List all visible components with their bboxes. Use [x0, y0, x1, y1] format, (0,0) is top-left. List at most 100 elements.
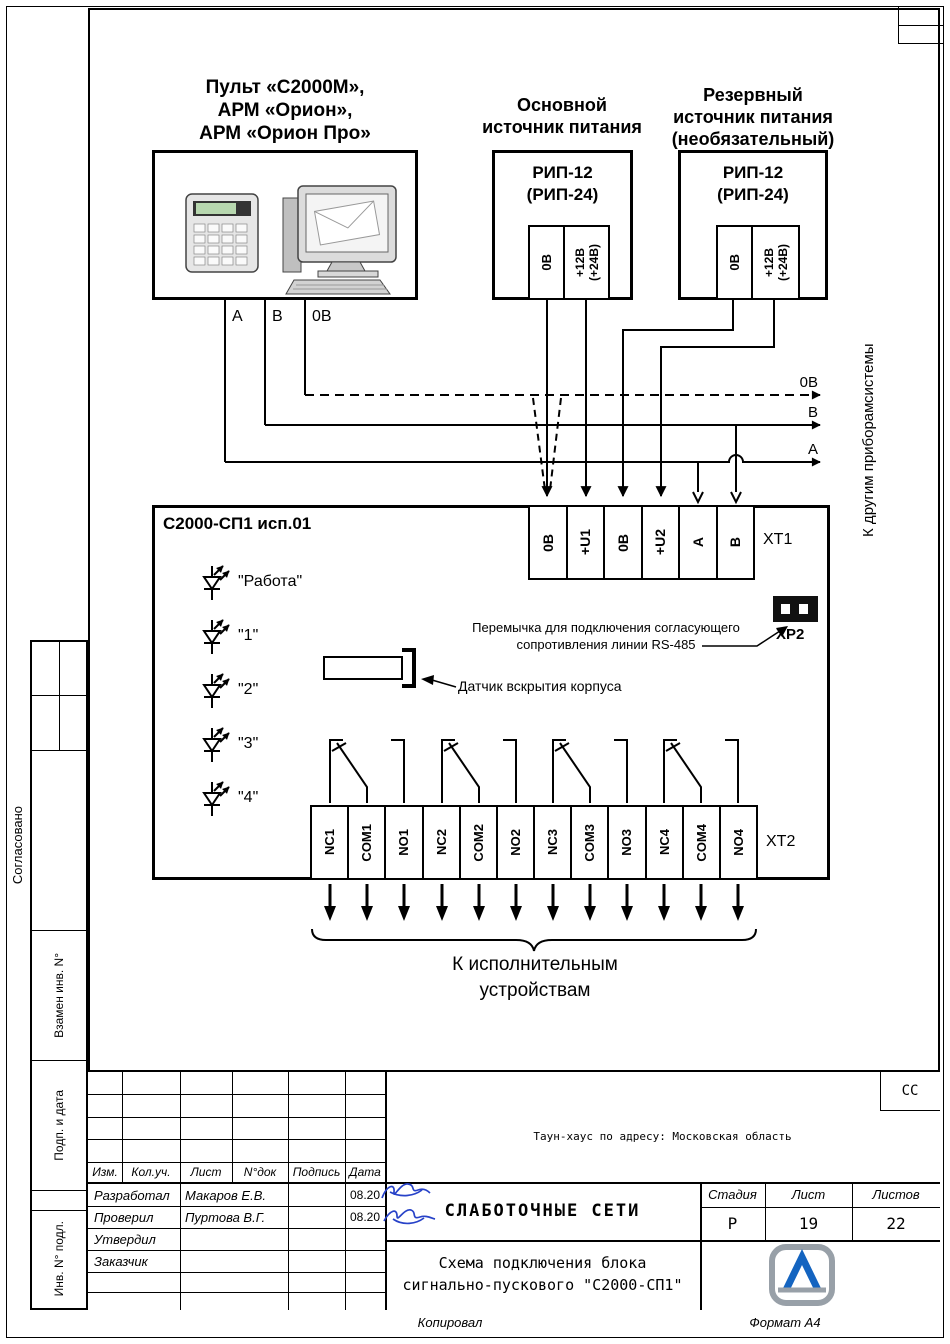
tb-sheets-label: Листов [872, 1187, 920, 1202]
tb-role-utverdil: Утвердил [94, 1231, 156, 1247]
xt2-label: ХТ2 [766, 833, 796, 850]
right-bus-label-0v: 0В [799, 374, 818, 391]
main-power-terminals: 0В +12В (+24В) [528, 225, 610, 300]
tb-line [88, 1139, 385, 1140]
tb-line [180, 1072, 181, 1310]
stamp-line [32, 1060, 86, 1061]
backup-power-terminals: 0В +12В (+24В) [716, 225, 800, 300]
tb-line [122, 1072, 123, 1182]
xt1-terminal: В [727, 537, 744, 548]
led-label-4: "4" [238, 789, 259, 806]
xt1-terminal: А [680, 507, 718, 578]
xt2-terminal: NO1 [386, 807, 424, 878]
xt2-strip: NC1 COM1 NO1 NC2 COM2 NO2 NC3 COM3 NO3 N… [310, 805, 758, 880]
xt2-terminal: NC4 [647, 807, 684, 878]
tb-header-koluch: Кол.уч. [131, 1165, 171, 1179]
tamper-caption: Датчик вскрытия корпуса [458, 678, 622, 694]
terminal-12v: +12В (+24В) [761, 243, 790, 281]
tb-header-data: Дата [349, 1165, 381, 1179]
format-label: Формат А4 [749, 1315, 821, 1330]
tb-role-zakazchik: Заказчик [94, 1253, 148, 1269]
main-power-title: Основной источник питания [482, 95, 642, 137]
terminal-0v: 0В [718, 227, 753, 298]
backup-power-device-label: РИП-12 (РИП-24) [717, 163, 789, 204]
tb-name-proveril: Пуртова В.Г. [185, 1209, 266, 1225]
tb-line [288, 1072, 289, 1310]
tb-header-ndok: N°док [243, 1165, 277, 1179]
approved-label: Согласовано [9, 805, 25, 885]
xt2-terminal: NC1 [312, 807, 350, 878]
stamp-inv-podl: Инв. N° подл. [52, 1221, 66, 1297]
tb-line [765, 1182, 766, 1240]
xt1-strip: 0В +U1 0В +U2 А В [528, 505, 755, 580]
tb-line [700, 1182, 702, 1310]
tb-doc-title: Схема подключения блока сигнально-пусков… [402, 1254, 683, 1294]
tb-stage-label: Стадия [708, 1187, 757, 1202]
xt2-terminal: COM1 [349, 807, 387, 878]
led-label-2: "2" [238, 681, 259, 698]
right-bus-caption: К другим приборам системы [859, 343, 877, 537]
stamp-vzamen: Взамен инв. N° [52, 952, 66, 1038]
xt1-terminal: 0В [605, 507, 643, 578]
tb-stage-value: Р [727, 1214, 738, 1233]
stamp-line [32, 930, 86, 931]
corner-ref-divider [899, 25, 943, 26]
tb-date-razrabotal: 08.20 [349, 1188, 381, 1202]
xt2-terminal: NO3 [609, 807, 647, 878]
xt2-terminal: COM4 [684, 807, 721, 878]
outputs-caption: К исполнительным устройствам [452, 954, 618, 1001]
corner-ref-table [898, 6, 944, 44]
xt1-terminal: +U1 [568, 507, 605, 578]
company-logo [769, 1244, 835, 1306]
tb-header-izm: Изм. [92, 1165, 118, 1179]
tb-line [88, 1117, 385, 1118]
xt1-label: ХТ1 [763, 531, 793, 548]
xt2-terminal: NC3 [535, 807, 573, 878]
tb-line [385, 1240, 940, 1242]
tb-header-list: Лист [190, 1165, 222, 1179]
tb-line [88, 1162, 385, 1163]
backup-power-title: Резервный источник питания (необязательн… [671, 85, 835, 149]
xt2-terminal: COM2 [461, 807, 498, 878]
copied-label: Копировал [417, 1315, 483, 1330]
console-box [152, 150, 418, 300]
xt2-terminal: NC2 [424, 807, 461, 878]
tb-line [880, 1072, 881, 1110]
xt2-terminal: COM3 [572, 807, 610, 878]
outer-border [6, 6, 944, 1338]
led-label-1: "1" [238, 627, 259, 644]
terminal-0v: 0В [530, 227, 565, 298]
tb-line [852, 1182, 853, 1240]
led-label-3: "3" [238, 735, 259, 752]
tb-sheets-value: 22 [886, 1214, 906, 1233]
tb-date-proveril: 08.20 [349, 1210, 381, 1224]
tb-name-razrabotal: Макаров Е.В. [185, 1187, 266, 1203]
stamp-line [32, 750, 86, 751]
tb-line [345, 1072, 346, 1310]
tb-line [232, 1072, 233, 1182]
xp2-label: ХР2 [776, 626, 805, 643]
right-bus-label-b: В [807, 404, 818, 421]
led-label-rabota: "Работа" [238, 573, 303, 590]
bus-label-0v: 0В [312, 308, 332, 325]
xt1-terminal: 0В [530, 507, 568, 578]
right-bus-label-a: А [807, 441, 818, 458]
tb-project-name: СЛАБОТОЧНЫЕ СЕТИ [444, 1201, 641, 1221]
tb-line [880, 1110, 940, 1111]
tb-line [88, 1292, 385, 1293]
title-block: Изм. Кол.уч. Лист N°док Подпись Дата Раз… [88, 1070, 940, 1310]
xt1-terminal: +U2 [643, 507, 680, 578]
xt2-terminal: NO4 [730, 829, 746, 856]
tb-line [88, 1228, 385, 1229]
bus-label-a: А [232, 308, 243, 325]
stamp-line [59, 642, 60, 750]
stamp-line [32, 1190, 86, 1191]
stamp-podp-data: Подп. и дата [52, 1089, 66, 1161]
tb-line [700, 1207, 940, 1208]
tb-sheet-label: Лист [791, 1187, 826, 1202]
xt2-terminal: NO2 [498, 807, 536, 878]
main-power-device-label: РИП-12 (РИП-24) [526, 163, 599, 204]
tb-line [88, 1206, 385, 1207]
tb-role-proveril: Проверил [94, 1209, 154, 1225]
